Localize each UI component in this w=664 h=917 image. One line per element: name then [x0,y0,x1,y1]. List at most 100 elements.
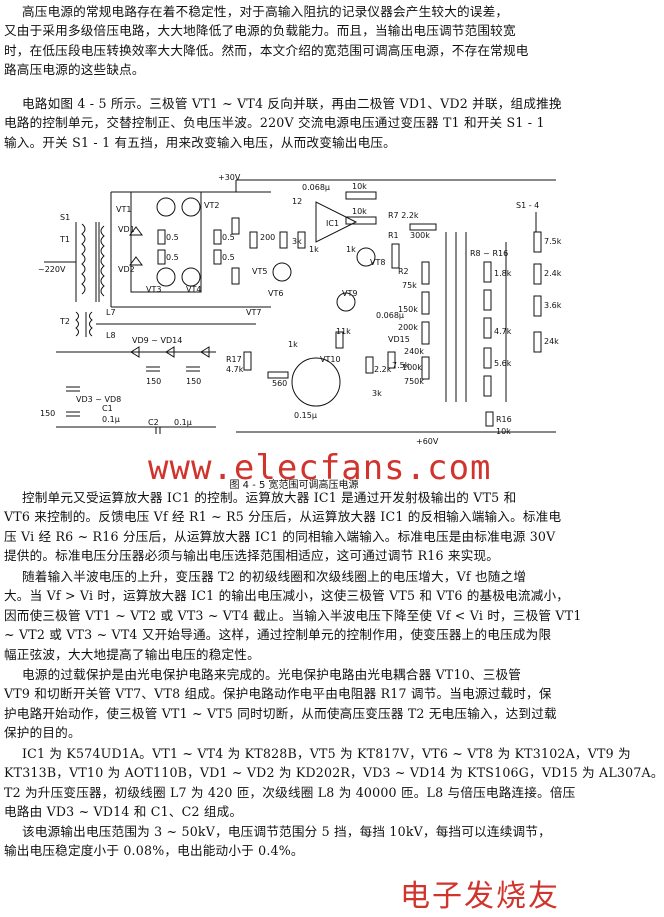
label-r150a: 150 [146,377,161,386]
label-r22k: 2.2k [374,365,392,374]
label-plus60: +60V [416,437,439,446]
label-r10k-c: 10k [496,427,511,436]
label-r200k: 200k [398,323,418,332]
label-r100k: 100k [402,363,422,372]
label-r2: R2 [398,267,409,276]
text-line: 高压电源的常规电路存在着不稳定性，对于高输入阻抗的记录仪器会产生较大的误差， [22,4,509,19]
label-r24b: 24k [544,337,559,346]
circuit-description-paragraph: 电路如图 4 - 5 所示。三极管 VT1 ~ VT4 反向并联，再由二极管 V… [4,94,584,152]
label-plus30: +30V [218,173,241,182]
label-s14: S1 - 4 [516,201,539,210]
label-vd9: VD9 ~ VD14 [132,336,182,345]
label-r36: 3.6k [544,301,562,310]
text-line: 电路的控制单元，交替控制正、负电压半波。220V 交流电源电压通过变压器 T1 … [4,115,545,131]
text-line: 又由于采用多级倍压电路，大大地降低了电源的负载能力。而且，当输出电压调节范围较宽 [4,23,516,39]
label-vt8: VT8 [370,258,385,267]
label-vd3: VD3 ~ VD8 [76,395,121,404]
regulation-paragraph: 随着输入半波电压的上升，变压器 T2 的初级线圈和次级线圈上的电压增大，Vf 也… [4,567,584,664]
text-line: 随着输入半波电压的上升，变压器 T2 的初级线圈和次级线圈上的电压增大，Vf 也… [22,569,527,584]
label-vt10: VT10 [320,355,341,364]
label-r10k-a: 10k [352,182,367,191]
transformer-t2 [75,311,256,337]
intro-paragraph: 高压电源的常规电路存在着不稳定性，对于高输入阻抗的记录仪器会产生较大的误差， 又… [4,2,584,80]
voltage-multiplier [56,346,216,434]
label-r8r16: R8 ~ R16 [470,249,508,258]
text-line: 电路由 VD3 ~ VD14 和 C1、C2 组成。 [4,804,243,820]
text-line: 大。当 Vf > Vi 时，运算放大器 IC1 的输出电压减小，这使三极管 VT… [4,588,570,604]
label-s1: S1 [60,213,70,222]
watermark-logo-text: 电子发烧友 [400,879,560,914]
label-vd15: VD15 [388,335,410,344]
label-vt3: VT3 [146,285,161,294]
text-line: 时，在低压段电压转换效率大大降低。然而，本文介绍的宽范围可调高压电源，不存在常规… [4,42,529,58]
label-r12: 12 [292,197,302,206]
text-line: VT6 来控制的。反馈电压 Vf 经 R1 ~ R5 分压后，从运算放大器 IC… [4,509,562,525]
label-vt6: VT6 [268,289,283,298]
control-unit-paragraph: 控制单元又受运算放大器 IC1 的控制。运算放大器 IC1 是通过开发射极输出的… [4,488,584,566]
text-line: 提供的。标准电压分压器必须与输出电压选择范围相适应，这可通过调节 R16 来实现… [4,548,500,564]
label-t2: T2 [59,317,70,326]
label-vt5: VT5 [252,267,267,276]
label-r24a: 2.4k [544,269,562,278]
label-c01a: 0.1μ [102,415,120,424]
label-r300k: 300k [410,231,430,240]
opamp-stage [235,179,556,433]
text-line: T2 为升压变压器，初级线圈 L7 为 420 匝，次级线圈 L8 为 4000… [4,784,576,800]
label-r05c: 0.5 [222,233,235,242]
circuit-diagram: S1 T1 ~220V VT1 VT2 VT3 VT4 VD1 VD2 0.5 … [38,173,562,446]
label-r75k2: 7.5k [392,361,410,370]
text-line: 因而使三极管 VT1 ~ VT2 或 VT3 ~ VT4 截止。当输入半波电压下… [4,607,582,623]
label-r1k2: 1k [346,245,356,254]
label-t1: T1 [59,235,70,244]
label-ic1: IC1 [326,219,339,228]
label-r150k: 150k [398,305,418,314]
label-vt9: VT9 [342,289,357,298]
text-line: 输出电压稳定度小于 0.08%，电出能动小于 0.4%。 [4,843,304,859]
label-r1k3: 1k [288,340,298,349]
label-r240k: 240k [404,347,424,356]
label-r05b: 0.5 [166,253,179,262]
label-r1: R1 [388,231,399,240]
text-line: 幅正弦波，大大地提高了输出电压的稳定性。 [4,646,260,662]
text-line: 输入。开关 S1 - 1 有五挡，用来改变输入电压，从而改变输出电压。 [4,134,396,150]
text-line: 电源的过载保护是由光电保护电路来完成的。光电保护电路由光电耦合器 VT10、三极… [22,667,522,682]
text-line: KT313B，VT10 为 AOT110B，VD1 ~ VD2 为 KD202R… [4,765,664,781]
label-vt4: VT4 [186,285,201,294]
transformer-t1 [44,222,105,302]
label-r7: R7 2.2k [388,211,419,220]
label-r750k: 750k [404,377,424,386]
text-line: VT9 和切断开关管 VT7、VT8 组成。保护电路动作电平由电阻器 R17 调… [4,686,552,702]
label-r56: 5.6k [494,359,512,368]
text-line: 路高压电源的这些缺点。 [4,62,145,78]
label-c0068: 0.068μ [302,183,330,192]
label-220v: ~220V [38,265,66,274]
components-paragraph: IC1 为 K574UD1A。VT1 ~ VT4 为 KT828B，VT5 为 … [4,744,664,822]
specs-paragraph: 该电源输出电压范围为 3 ~ 50kV，电压调节范围分 5 挡，每挡 10kV，… [4,822,584,861]
label-r05a: 0.5 [166,233,179,242]
label-r17: R17 [226,355,242,364]
text-line: 该电源输出电压范围为 3 ~ 50kV，电压调节范围分 5 挡，每挡 10kV，… [22,824,551,839]
label-c0068b: 0.068μ [376,311,404,320]
label-r05d: 0.5 [222,253,235,262]
label-r75k: 75k [402,281,417,290]
label-c01b: 0.1μ [174,418,192,427]
protection-paragraph: 电源的过载保护是由光电保护电路来完成的。光电保护电路由光电耦合器 VT10、三极… [4,665,584,743]
label-r16: R16 [496,415,512,424]
label-l7: L7 [106,308,116,317]
label-r3k: 3k [292,237,302,246]
text-line: ~ VT2 或 VT3 ~ VT4 又开始导通。这样，通过控制单元的控制作用，使… [4,627,552,643]
label-r150b: 150 [186,377,201,386]
feedback-divider [391,223,467,402]
label-r75a: 7.5k [544,237,562,246]
text-line: IC1 为 K574UD1A。VT1 ~ VT4 为 KT828B，VT5 为 … [22,746,631,761]
label-r1k: 1k [309,245,319,254]
label-vt2: VT2 [204,201,219,210]
label-l8: L8 [106,331,116,340]
text-line: 保护的目的。 [4,725,81,741]
label-c1: C1 [102,404,113,413]
label-r47: 4.7k [494,327,512,336]
label-vt1: VT1 [116,205,131,214]
standard-divider [483,212,542,427]
text-line: 护电路开始动作，使三极管 VT1 ~ VT5 同时切断，从而使高压变压器 T2 … [4,705,557,721]
label-c015: 0.15μ [294,411,317,420]
